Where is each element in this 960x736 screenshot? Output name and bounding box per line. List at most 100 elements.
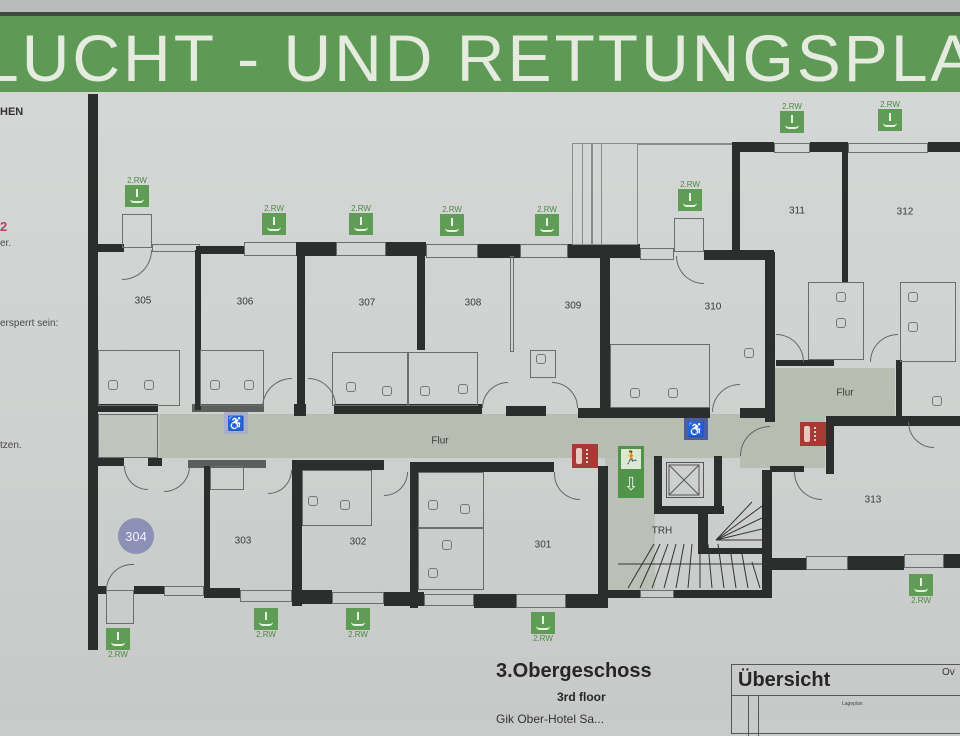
rescue-window-icon — [254, 608, 278, 630]
wall — [195, 250, 201, 410]
room-311-label: 311 — [789, 205, 805, 217]
wall — [192, 404, 264, 412]
toilet — [908, 322, 918, 332]
wall — [188, 460, 266, 468]
staircase — [618, 540, 768, 592]
balcony-rail — [582, 143, 592, 245]
second-rescue-way-sign: 2.RW — [878, 100, 902, 131]
sink — [744, 348, 754, 358]
second-rescue-way-sign: 2.RW — [909, 574, 933, 605]
sink — [428, 568, 438, 578]
sink — [144, 380, 154, 390]
bathroom-302 — [302, 470, 372, 526]
wall — [704, 250, 774, 260]
sink — [458, 384, 468, 394]
wall — [826, 416, 834, 474]
emergency-exit-sign: ⇩ — [618, 446, 644, 498]
wall — [204, 466, 210, 590]
wheelchair-accessible-icon: ♿ — [224, 412, 248, 434]
wall-thin — [510, 256, 514, 352]
overview-box: Übersicht Ov Lageplan — [731, 664, 960, 736]
vestibule-310 — [674, 218, 704, 252]
wall — [944, 554, 960, 568]
legend-emergency-number: 2 — [0, 219, 8, 234]
legend-line-3: tzen. — [0, 440, 22, 451]
second-rescue-way-sign: 2.RW — [440, 205, 464, 236]
room-309-label: 309 — [564, 300, 582, 312]
door-swing — [106, 564, 134, 590]
toilet — [420, 386, 430, 396]
spiral-stair-treads — [715, 501, 767, 541]
door-swing — [262, 378, 292, 408]
second-rescue-way-sign: 2.RW — [106, 628, 130, 659]
balcony — [572, 143, 638, 245]
rescue-window-icon — [878, 109, 902, 131]
window — [164, 586, 204, 596]
sink — [244, 380, 254, 390]
sink — [908, 292, 918, 302]
wall — [384, 592, 424, 606]
wall — [762, 470, 772, 598]
wall — [98, 586, 106, 594]
sign-frame — [0, 0, 960, 12]
toilet — [382, 386, 392, 396]
wall — [654, 506, 724, 514]
rescue-window-icon — [262, 213, 286, 235]
door-swing — [164, 466, 190, 492]
room-306-label: 306 — [236, 296, 254, 308]
wall — [297, 250, 305, 410]
window — [244, 242, 298, 256]
wall — [148, 458, 162, 466]
wall — [842, 142, 848, 282]
overview-small-text: Lageplan — [842, 701, 863, 707]
floor-subtitle: 3rd floor — [557, 690, 606, 704]
sign-frame-edge — [0, 12, 960, 18]
divider — [748, 696, 749, 736]
bathroom-312 — [900, 282, 956, 362]
wall — [410, 462, 554, 472]
door-swing — [122, 250, 152, 280]
divider — [758, 696, 759, 736]
wall — [334, 404, 482, 414]
wall — [292, 590, 332, 604]
rescue-window-icon — [440, 214, 464, 236]
door-swing — [870, 334, 898, 362]
hotel-name-cut: Gik Ober-Hotel Sa... — [496, 712, 605, 726]
fire-extinguisher-icon — [572, 444, 598, 468]
room-305-label: 305 — [134, 295, 152, 307]
window — [640, 248, 674, 260]
wall — [98, 244, 124, 252]
wheelchair-accessible-icon: ♿ — [684, 418, 708, 440]
vestibule-304 — [106, 590, 134, 624]
bathroom-301-a — [418, 472, 484, 528]
wall — [608, 590, 640, 598]
corridor-main — [160, 414, 770, 458]
sink — [536, 354, 546, 364]
door-swing — [268, 470, 292, 494]
second-rescue-way-sign: 2.RW — [531, 612, 555, 643]
wall — [698, 548, 764, 554]
second-rescue-way-sign: 2.RW — [349, 204, 373, 235]
wall — [386, 242, 426, 256]
window — [774, 143, 810, 153]
window — [806, 556, 848, 570]
rescue-window-icon — [349, 213, 373, 235]
window — [848, 143, 928, 153]
wall — [292, 460, 384, 470]
running-man-icon — [621, 449, 641, 469]
room-310-label: 310 — [704, 301, 722, 313]
wall — [568, 244, 640, 258]
wall — [566, 594, 608, 608]
window — [516, 594, 566, 608]
room-302-label: 302 — [349, 536, 367, 548]
room-308-label: 308 — [464, 297, 482, 309]
shaft — [210, 466, 244, 490]
wall-west — [88, 94, 98, 650]
wall — [478, 244, 520, 258]
wall — [732, 142, 740, 254]
floor-plan: 305 306 307 308 309 310 311 312 313 304 … — [0, 0, 960, 720]
door-swing — [908, 422, 934, 448]
wall — [296, 242, 336, 256]
wall — [410, 462, 418, 608]
window — [240, 590, 292, 602]
